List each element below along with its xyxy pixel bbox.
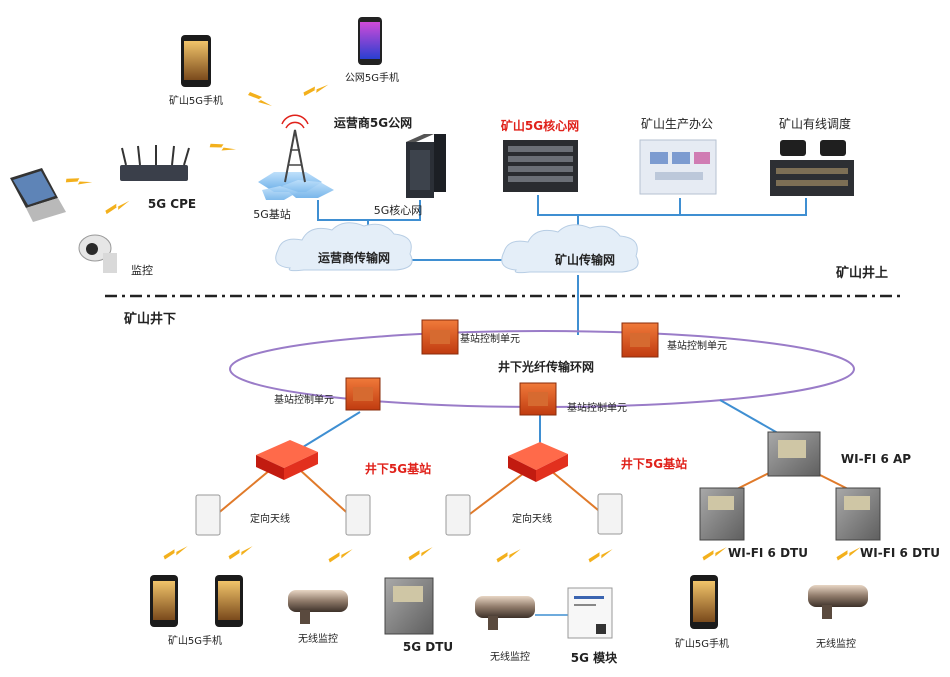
base-station-label: 5G基站 (253, 207, 291, 221)
bolt-icon (64, 169, 93, 193)
bullet-camera-icon (475, 596, 535, 630)
phone-icon (215, 575, 243, 627)
dome-camera-icon (78, 234, 117, 273)
underground-base-station-icon (256, 440, 318, 480)
phone-icon (358, 17, 382, 65)
cell-tower-icon (258, 114, 334, 200)
control-unit-label: 基站控制单元 (667, 339, 727, 352)
bolt-icon (104, 192, 130, 221)
module-label: 5G 模块 (571, 650, 618, 665)
link-mine-top (537, 195, 807, 216)
phone-top-label: 公网5G手机 (345, 71, 399, 84)
telephone-icon (780, 140, 846, 156)
control-unit-label: 基站控制单元 (460, 332, 520, 345)
phone-icon (150, 575, 178, 627)
wifi-ap-label: WI-FI 6 AP (841, 452, 911, 466)
router-icon (120, 145, 190, 181)
wifi-dtu-icon (699, 487, 745, 541)
bolt-icon (495, 541, 521, 569)
section-below-label: 矿山井下 (124, 311, 176, 327)
wifi-dtu-left-label: WI-FI 6 DTU (728, 546, 808, 560)
antenna-icon (195, 494, 221, 536)
phone-a-label: 矿山5G手机 (168, 634, 222, 647)
cpe-label: 5G CPE (148, 197, 196, 211)
control-unit-label: 基站控制单元 (274, 393, 334, 406)
cloud-icon (275, 222, 413, 272)
bullet-camera-icon (288, 590, 348, 624)
5g-module-icon (567, 587, 613, 639)
dispatch-label: 矿山有线调度 (779, 116, 851, 131)
bolt-icon (701, 539, 727, 567)
antenna-icon (345, 494, 371, 536)
antenna-icon (597, 493, 623, 535)
antenna-left-label: 定向天线 (250, 512, 290, 525)
camera-a-label: 无线监控 (298, 632, 338, 645)
bolt-icon (227, 538, 253, 566)
dispatch-switch-icon (770, 160, 854, 196)
bs-left-label: 井下5G基站 (365, 461, 431, 476)
wifi-dtu-icon (835, 487, 881, 541)
bolt-icon (162, 538, 188, 566)
control-unit-icon (519, 382, 557, 416)
operator-net-label: 运营商5G公网 (334, 115, 412, 130)
phone-c-label: 矿山5G手机 (675, 637, 729, 650)
dtu-label: 5G DTU (403, 640, 453, 654)
dtu-box-icon (384, 577, 434, 635)
operator-core-label: 5G核心网 (374, 203, 423, 217)
mine-cloud-label: 矿山传输网 (555, 252, 615, 267)
bolt-icon (407, 539, 433, 567)
office-workstation-icon (639, 139, 717, 195)
phone-left-label: 矿山5G手机 (169, 94, 223, 107)
ring-label: 井下光纤传输环网 (498, 359, 594, 374)
section-above-label: 矿山井上 (836, 265, 888, 281)
laptop-icon (10, 168, 66, 222)
core-chassis-icon (503, 140, 578, 192)
operator-cloud-label: 运营商传输网 (318, 250, 390, 265)
camera-label: 监控 (131, 263, 153, 277)
wifi-ap-icon (767, 431, 821, 477)
bs-mid-label: 井下5G基站 (621, 456, 687, 471)
bolt-icon (248, 92, 272, 106)
control-unit-label: 基站控制单元 (567, 401, 627, 414)
control-unit-icon (345, 377, 381, 411)
control-unit-icon (621, 322, 659, 358)
phone-icon (181, 35, 211, 87)
bolt-icon (587, 541, 613, 569)
bullet-camera-icon (808, 585, 868, 619)
camera-b-label: 无线监控 (490, 650, 530, 663)
cloud-icon (501, 224, 639, 274)
control-unit-icon (421, 319, 459, 355)
link-bs-ant (461, 469, 529, 521)
phone-icon (690, 575, 718, 629)
server-rack-icon (406, 134, 446, 198)
bolt-icon (835, 539, 861, 567)
wifi-dtu-right-label: WI-FI 6 DTU (860, 546, 940, 560)
antenna-icon (445, 494, 471, 536)
bolt-icon (208, 136, 237, 158)
bolt-icon (302, 75, 329, 104)
underground-base-station-icon (508, 442, 568, 482)
bolt-icon (327, 541, 353, 569)
office-label: 矿山生产办公 (641, 116, 713, 131)
camera-c-label: 无线监控 (816, 637, 856, 650)
antenna-mid-label: 定向天线 (512, 512, 552, 525)
mine-core-label: 矿山5G核心网 (501, 118, 579, 133)
